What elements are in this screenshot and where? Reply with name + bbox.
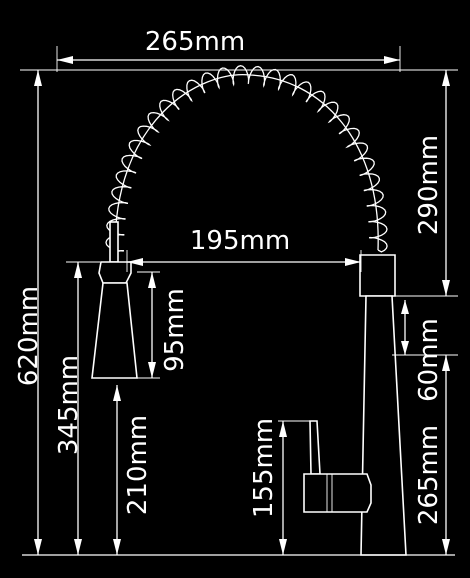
label-handle-height: 155mm — [249, 418, 279, 518]
label-spout-reach: 195mm — [190, 226, 290, 256]
label-spring-height: 290mm — [414, 135, 444, 235]
faucet-handle — [303, 420, 372, 513]
label-total-height: 620mm — [14, 286, 44, 386]
label-sprayer-base-height: 345mm — [54, 355, 84, 455]
dimension-lines — [20, 46, 458, 556]
dimension-labels: 265mm 195mm 620mm 345mm 210mm 95mm 290mm… — [14, 27, 444, 525]
label-body-height: 265mm — [414, 425, 444, 525]
label-collar-height: 60mm — [414, 318, 444, 402]
label-overall-width: 265mm — [145, 27, 245, 57]
spring-coil — [105, 65, 388, 253]
sprayer-head — [91, 221, 138, 379]
label-hook-height: 210mm — [123, 415, 153, 515]
label-sprayer-height: 95mm — [160, 288, 190, 372]
spring-spine — [114, 74, 379, 256]
